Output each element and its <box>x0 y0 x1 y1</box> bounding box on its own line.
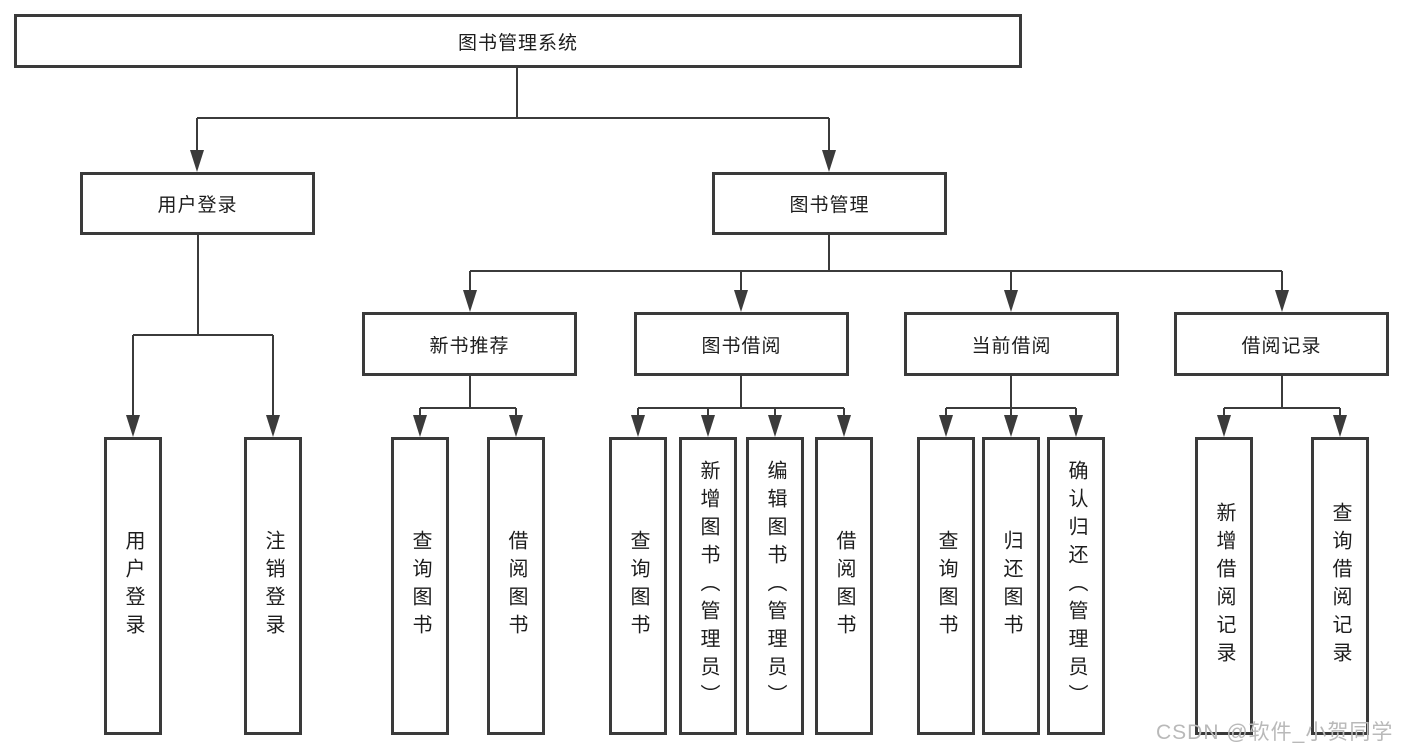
leaf-user-login: 用户登录 <box>104 437 162 735</box>
node-label: 用户登录 <box>157 195 238 216</box>
node-label: 图书借阅 <box>701 335 782 357</box>
node-borrow-records: 借阅记录 <box>1174 312 1389 376</box>
node-label: 借阅记录 <box>1241 335 1322 357</box>
node-label: 当前借阅 <box>971 335 1052 357</box>
node-book-management-group: 图书管理 <box>712 172 947 235</box>
leaf-label: 新增图书（管理员） <box>697 460 719 712</box>
leaf-label: 编辑图书（管理员） <box>764 460 786 712</box>
node-label: 图书管理 <box>789 195 870 216</box>
leaf-query-borrow-record: 查询借阅记录 <box>1311 437 1369 735</box>
leaf-label: 查询借阅记录 <box>1329 502 1351 670</box>
csdn-watermark: CSDN @软件_小贺同学 <box>1156 721 1394 744</box>
leaf-query-books-recommend: 查询图书 <box>391 437 449 735</box>
leaf-confirm-return-admin: 确认归还（管理员） <box>1047 437 1105 735</box>
leaf-label: 查询图书 <box>935 530 957 642</box>
leaf-label: 用户登录 <box>122 530 144 642</box>
leaf-label: 注销登录 <box>262 530 284 642</box>
leaf-label: 查询图书 <box>627 530 649 642</box>
leaf-label: 查询图书 <box>409 530 431 642</box>
leaf-label: 新增借阅记录 <box>1213 502 1235 670</box>
leaf-label: 归还图书 <box>1000 530 1022 642</box>
leaf-label: 借阅图书 <box>833 530 855 642</box>
node-root-system: 图书管理系统 <box>14 14 1022 68</box>
leaf-query-books-current: 查询图书 <box>917 437 975 735</box>
leaf-label: 借阅图书 <box>505 530 527 642</box>
leaf-borrow-books-recommend: 借阅图书 <box>487 437 545 735</box>
leaf-label: 确认归还（管理员） <box>1065 460 1087 712</box>
leaf-edit-books-admin: 编辑图书（管理员） <box>746 437 804 735</box>
node-label: 新书推荐 <box>429 335 510 357</box>
leaf-query-books-borrow: 查询图书 <box>609 437 667 735</box>
leaf-borrow-books: 借阅图书 <box>815 437 873 735</box>
leaf-add-borrow-record: 新增借阅记录 <box>1195 437 1253 735</box>
node-current-borrow: 当前借阅 <box>904 312 1119 376</box>
node-root-label: 图书管理系统 <box>457 32 578 54</box>
leaf-logout: 注销登录 <box>244 437 302 735</box>
arrowheads <box>126 150 1347 437</box>
node-book-borrow: 图书借阅 <box>634 312 849 376</box>
node-user-login-group: 用户登录 <box>80 172 315 235</box>
leaf-add-books-admin: 新增图书（管理员） <box>679 437 737 735</box>
leaf-return-books: 归还图书 <box>982 437 1040 735</box>
node-new-book-recommend: 新书推荐 <box>362 312 577 376</box>
